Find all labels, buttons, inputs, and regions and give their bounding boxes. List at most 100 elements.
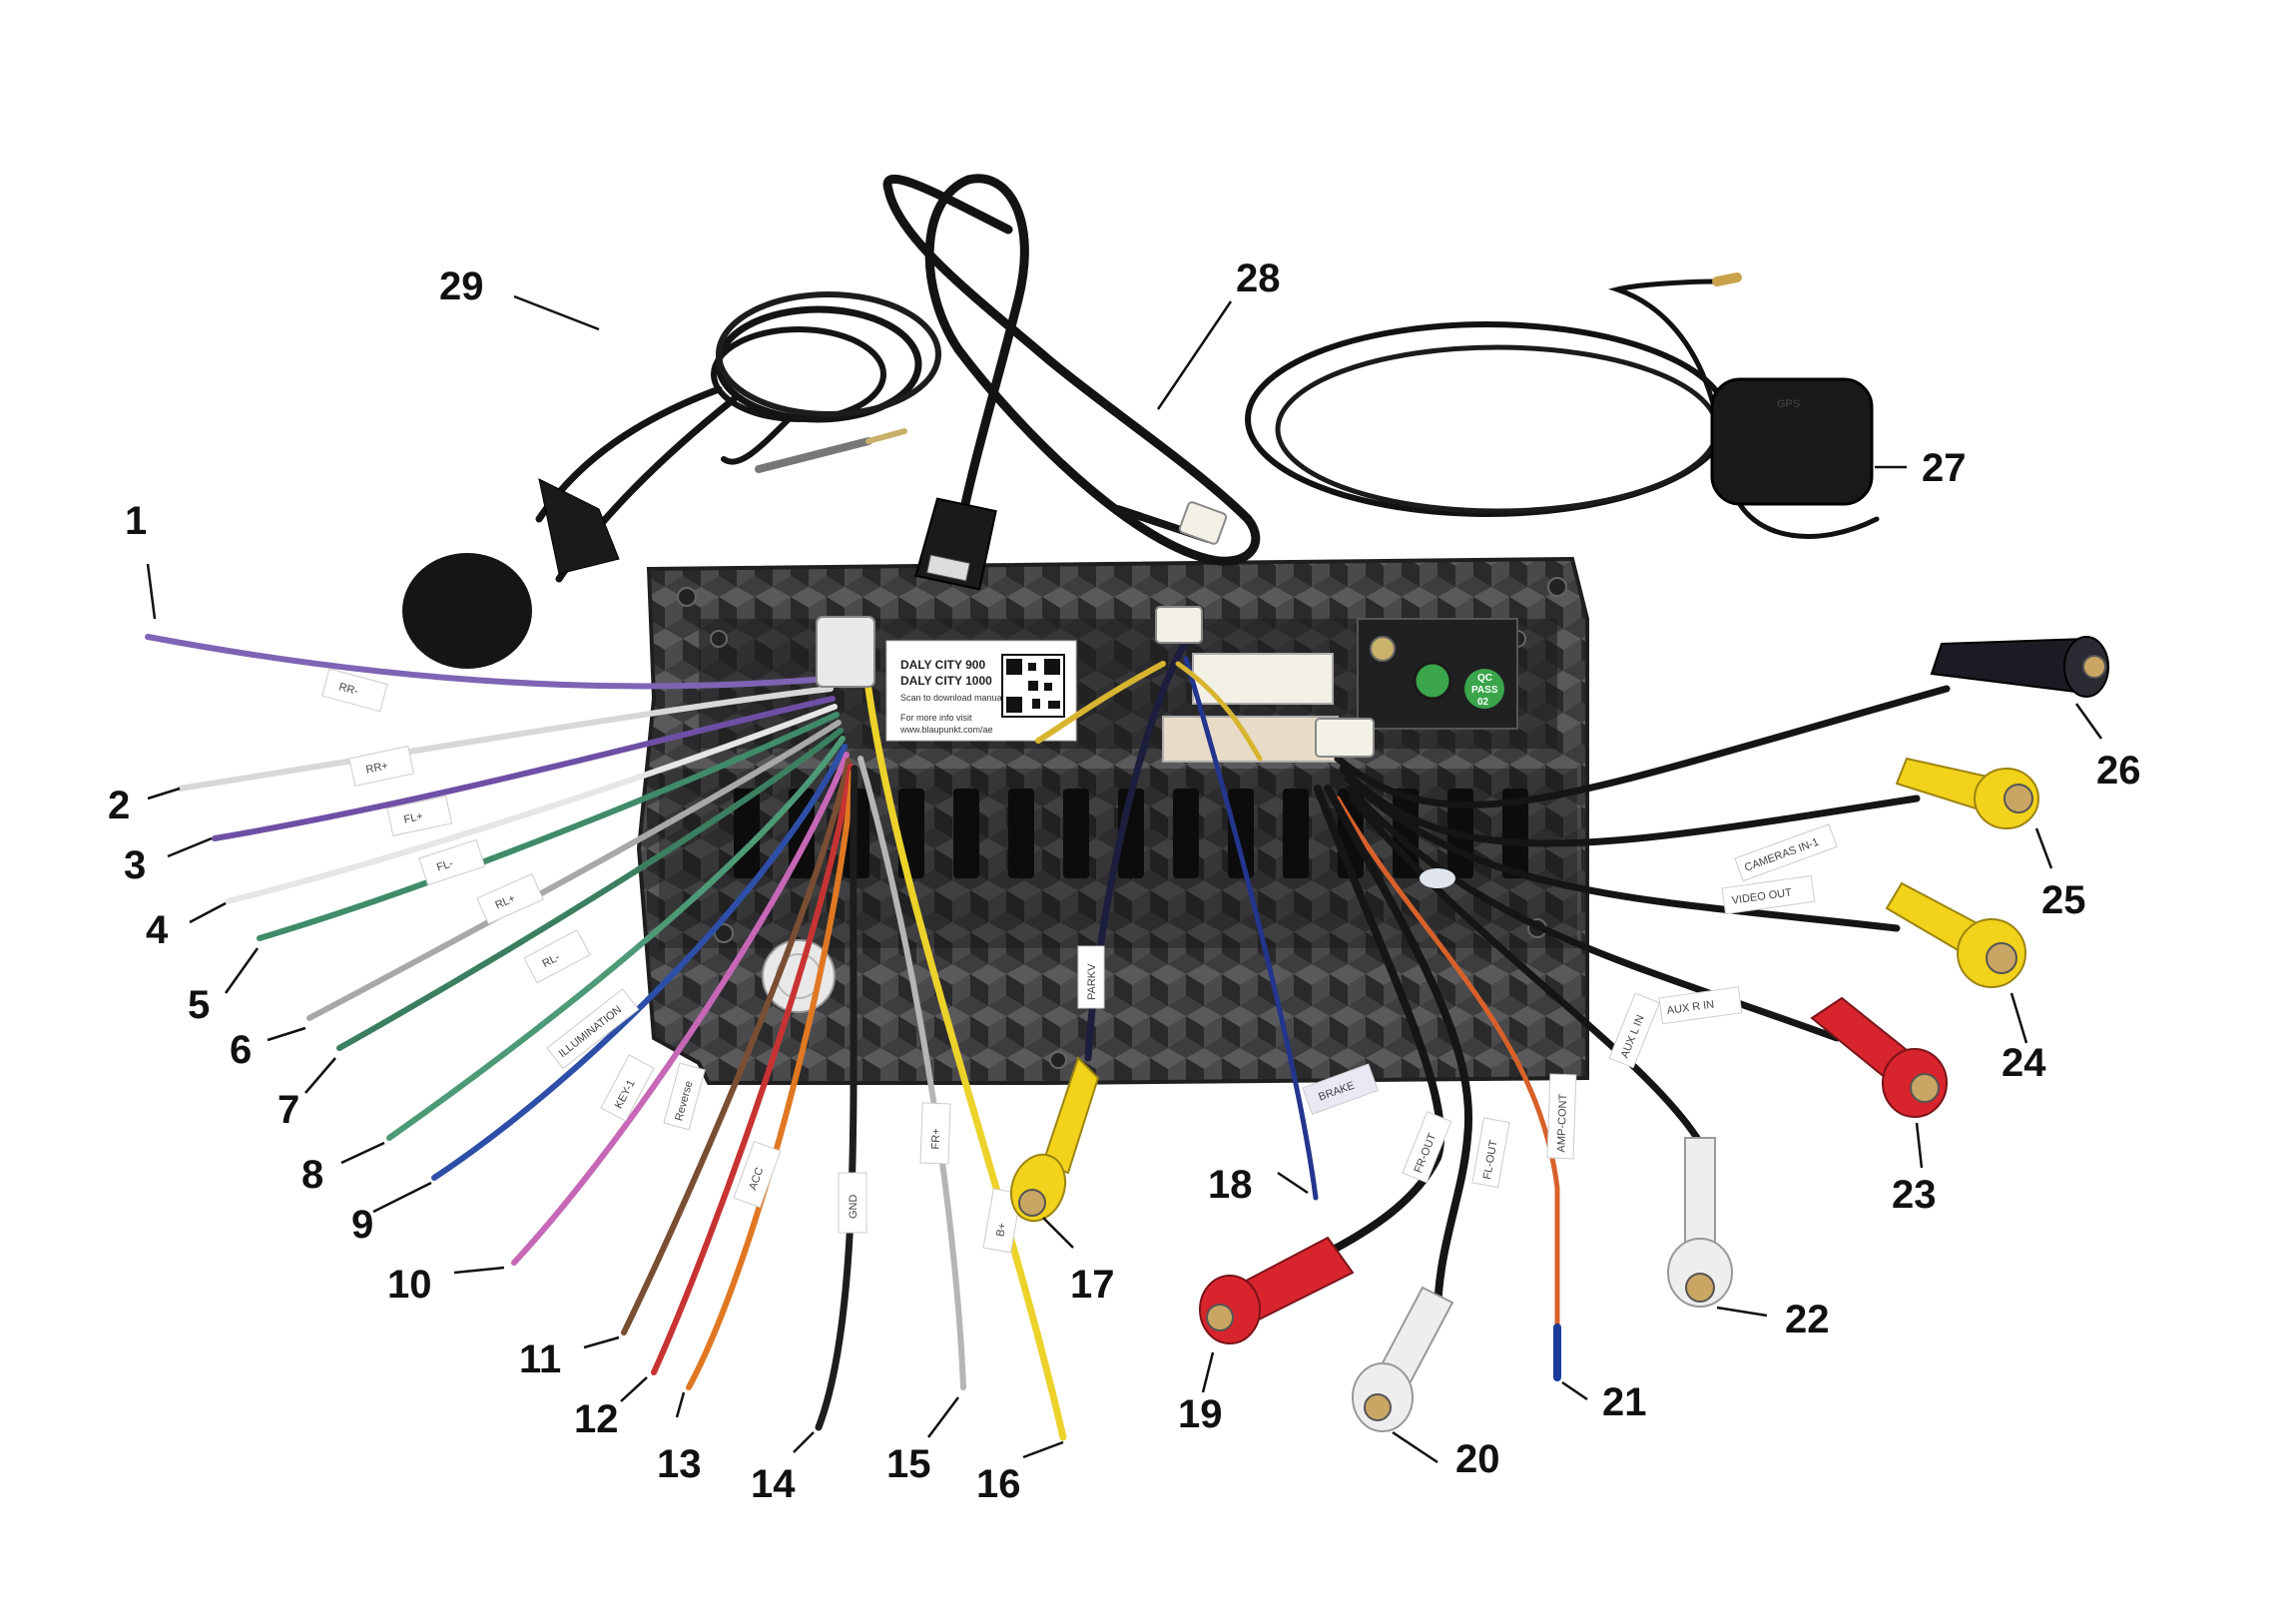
gps-jack-icon [1370, 636, 1396, 662]
sticker-line1: DALY CITY 900 [900, 658, 985, 672]
rca-20-white [1352, 1286, 1454, 1432]
wire-9-blue [431, 744, 848, 1181]
callout-1: 1 [125, 499, 147, 543]
wire-1-violet [145, 634, 832, 690]
microphone-29 [402, 291, 941, 669]
callout-14: 14 [751, 1462, 796, 1506]
callout-8: 8 [301, 1153, 323, 1197]
iso-wire-harness [145, 616, 1067, 1441]
sticker-line4: For more info visit [900, 713, 972, 723]
callout-19: 19 [1178, 1392, 1223, 1436]
cable-22 [1349, 795, 1701, 1142]
tag-b-plus: B+ [994, 1222, 1008, 1238]
small-white-plug [1155, 606, 1203, 644]
callout-16: 16 [976, 1462, 1021, 1506]
usb-header-plug [1178, 501, 1228, 545]
wire-12-red [651, 764, 854, 1375]
wire-4-white [225, 704, 838, 904]
callout-10: 10 [387, 1263, 432, 1307]
wire-7-green-stripe [336, 728, 844, 1051]
callout-numbers: 1 2 3 4 5 6 7 8 9 10 11 12 13 14 15 16 1… [108, 257, 2141, 1506]
sma-connector [1712, 272, 1742, 286]
wire-3-violet-stripe [212, 696, 836, 841]
badge-line3: 02 [1477, 697, 1489, 708]
cable-26 [1334, 685, 1951, 808]
wire-16-yellow [864, 685, 1067, 1441]
wire-5-green [257, 712, 840, 941]
wire-yellow-short [1035, 661, 1166, 744]
sticker-line3: Scan to download manual [900, 693, 1004, 703]
rca-24-yellow [1885, 881, 2026, 988]
mic-foam-windscreen [402, 553, 532, 669]
screw-holes [677, 577, 1567, 1069]
sticker-line2: DALY CITY 1000 [900, 674, 992, 688]
green-jack-icon [1413, 661, 1452, 701]
cable-24 [1344, 775, 1901, 932]
sticker-line5: www.blaupunkt.com/ae [899, 725, 993, 735]
callout-27: 27 [1922, 446, 1967, 490]
info-sticker: DALY CITY 900 DALY CITY 1000 Scan to dow… [885, 640, 1077, 742]
tag-rr-plus: RR+ [365, 760, 389, 776]
callout-24: 24 [2002, 1041, 2046, 1085]
callout-18: 18 [1208, 1163, 1253, 1207]
gps-label: GPS [1777, 398, 1800, 410]
rca-17-yellow [1009, 1056, 1100, 1223]
tag-amp-cont: AMP-CONT [1555, 1093, 1569, 1152]
tag-fl-plus: FL+ [403, 810, 424, 826]
badge-line1: QC [1477, 673, 1492, 684]
wire-tags-mid: PARKV BRAKE [1077, 945, 1379, 1115]
tag-parkv: PARKV [1086, 963, 1098, 1000]
callout-7: 7 [278, 1088, 299, 1132]
usb-cable-28 [882, 174, 1261, 591]
callout-3: 3 [124, 843, 146, 887]
callout-6: 6 [230, 1028, 252, 1072]
wire-10-pink [511, 752, 850, 1266]
cable-tie [1420, 868, 1455, 888]
usb-port-icon [925, 554, 971, 582]
callout-15: 15 [886, 1442, 931, 1486]
wire-13-orange [686, 770, 856, 1390]
cable-20 [1324, 785, 1472, 1322]
gps-antenna-27: GPS [1245, 272, 1880, 539]
callout-29: 29 [439, 265, 484, 308]
unit-connectors: QC PASS 02 [1162, 618, 1518, 763]
qc-pass-badge [1464, 669, 1504, 709]
callout-5: 5 [188, 983, 210, 1027]
callout-17: 17 [1070, 1263, 1115, 1307]
callout-21: 21 [1602, 1380, 1647, 1424]
leader-lines [146, 294, 2103, 1464]
rca-22-white [1667, 1137, 1733, 1308]
wire-6-grey [306, 720, 842, 1021]
cable-25 [1339, 765, 1921, 847]
wire-8-green [386, 736, 846, 1141]
callout-20: 20 [1455, 1437, 1500, 1481]
tag-gnd: GND [848, 1195, 860, 1220]
callout-28: 28 [1236, 257, 1281, 300]
callout-2: 2 [108, 784, 130, 827]
rca-19-red [1199, 1236, 1355, 1344]
tag-rr-minus: RR- [337, 681, 359, 698]
qr-code-icon [1001, 654, 1065, 718]
cable-23 [1346, 785, 1841, 1042]
wire-14-black [815, 765, 859, 1431]
rca-plug-connector [1315, 718, 1375, 758]
iso-plug [816, 616, 875, 688]
tag-fl-minus: FL- [435, 857, 455, 874]
callout-13: 13 [657, 1442, 702, 1486]
callout-25: 25 [2041, 878, 2086, 922]
wire-11-brown [621, 758, 852, 1335]
tag-fr-plus: FR+ [929, 1128, 942, 1149]
rca-26-black-female [1930, 636, 2109, 698]
callout-4: 4 [146, 908, 169, 952]
callout-23: 23 [1892, 1173, 1937, 1217]
callout-22: 22 [1785, 1298, 1830, 1341]
callout-11: 11 [519, 1337, 561, 1381]
badge-line2: PASS [1471, 685, 1498, 696]
rca-25-yellow [1895, 757, 2039, 829]
wire-2-white-stripe [177, 686, 834, 792]
gps-puck [1710, 377, 1874, 506]
callout-26: 26 [2096, 749, 2141, 793]
rca-23-red [1810, 996, 1948, 1118]
callout-12: 12 [574, 1397, 619, 1441]
